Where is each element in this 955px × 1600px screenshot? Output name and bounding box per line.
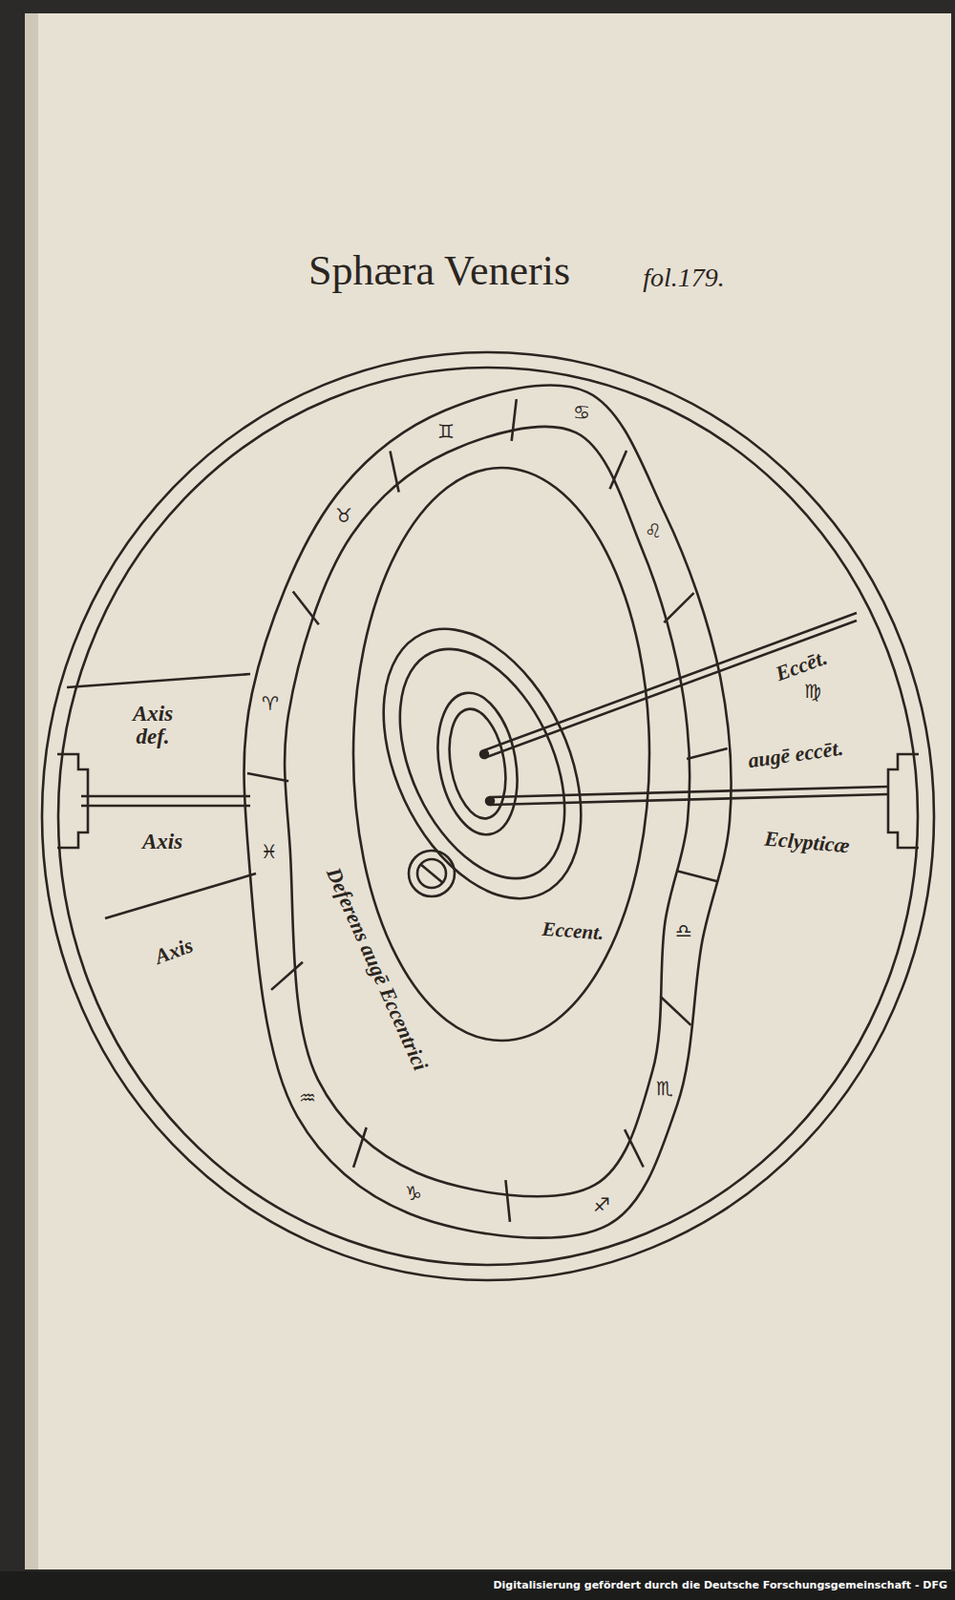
- sign-divider: [389, 451, 399, 493]
- zodiac-band-inner: [284, 426, 690, 1197]
- zodiac-sign: ♊: [437, 422, 455, 443]
- rod: [484, 620, 857, 759]
- sign-divider: [353, 1127, 367, 1168]
- outer-ring: [42, 352, 934, 1281]
- divider-line: [105, 873, 256, 919]
- zodiac-sign: ♏: [656, 1079, 674, 1100]
- binding-shadow: [24, 13, 39, 1571]
- zodiac-sign: ♍: [804, 681, 822, 702]
- zodiac-sign: ♋: [573, 403, 591, 424]
- folio-note: fol.179.: [642, 263, 725, 292]
- zodiac-band-outer: [244, 385, 732, 1239]
- sign-divider: [663, 593, 694, 623]
- inner-orb: [427, 686, 529, 842]
- sign-divider: [686, 748, 728, 760]
- digitization-note: Digitalisierung gefördert durch die Deut…: [492, 1580, 948, 1592]
- title: Sphæra Veneris: [308, 249, 571, 294]
- axis-rod: [81, 795, 251, 799]
- epicycle-mark: [420, 864, 444, 884]
- deferens-inner: [353, 467, 650, 1041]
- eccentric-orb-inner: [366, 623, 598, 906]
- zodiac-sign: ♑: [404, 1184, 423, 1205]
- zodiac-sign: ♎: [675, 921, 693, 942]
- sign-divider: [247, 773, 289, 782]
- zodiac-sign: ♓: [260, 842, 278, 863]
- part-label: Eccent.: [541, 918, 605, 945]
- center-point: [480, 750, 489, 759]
- right-clamp: [888, 754, 919, 849]
- outer-ring-inner: [58, 367, 918, 1266]
- part-label: Axis def.: [119, 702, 187, 749]
- eccentric-orb: [343, 597, 621, 931]
- center-point: [486, 797, 494, 806]
- sign-divider: [678, 870, 720, 882]
- left-clamp: [57, 754, 88, 849]
- sign-divider: [624, 1129, 644, 1168]
- sign-divider: [610, 450, 628, 489]
- epicycle: [408, 850, 455, 897]
- zodiac-sign: ♐: [593, 1195, 611, 1216]
- sign-divider: [659, 997, 691, 1026]
- axis-rod: [81, 805, 251, 808]
- sphere-drawing: [42, 352, 934, 1281]
- part-label: Axis: [142, 830, 183, 854]
- zodiac-sign: ♒: [298, 1088, 317, 1109]
- sign-divider: [505, 1180, 510, 1223]
- sign-divider: [271, 962, 303, 991]
- sign-divider: [293, 592, 319, 626]
- zodiac-sign: ♌: [644, 521, 662, 542]
- paper: [24, 13, 952, 1571]
- sign-divider: [511, 399, 517, 442]
- divider-line: [66, 674, 251, 688]
- zodiac-sign: ♉: [335, 506, 353, 527]
- footer-band: [0, 1571, 955, 1600]
- zodiac-sign: ♈: [261, 694, 279, 715]
- epicycle-inner: [417, 859, 446, 889]
